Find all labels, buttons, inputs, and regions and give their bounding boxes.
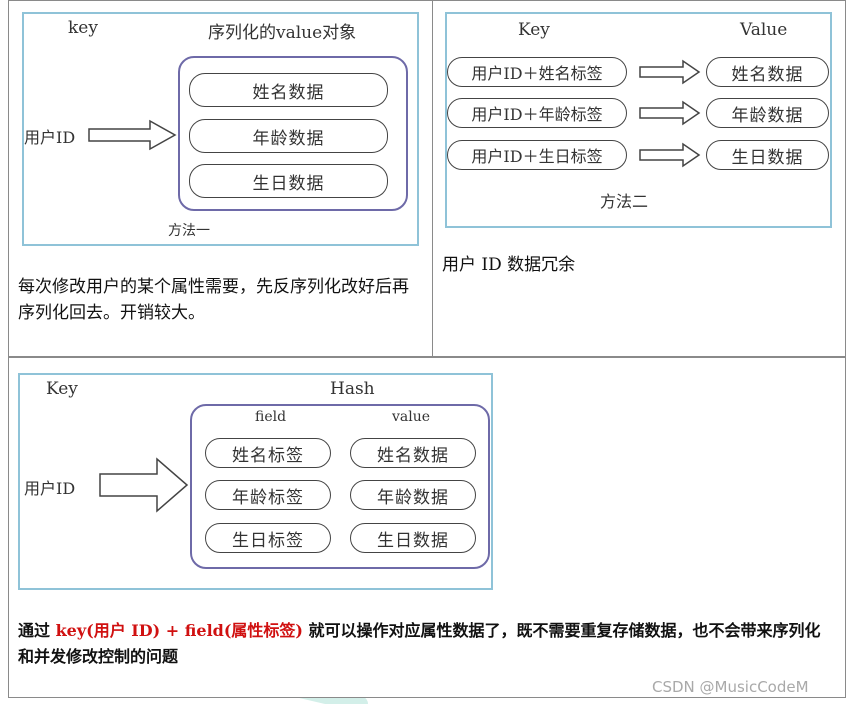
method1-caption: 方法一 [168, 223, 210, 239]
method2-key-age: 用户ID＋年龄标签 [447, 98, 627, 128]
method3-desc-suffix: 就可以操作对应属性数据了，既不需要重复存储数据，也不会带来序列化和并发修改控制的… [18, 621, 821, 666]
method3-desc-prefix: 通过 [18, 621, 56, 640]
method1-arrow [88, 119, 177, 151]
method1-value-object [178, 56, 408, 211]
method3-field-birthday: 生日标签 [205, 523, 331, 553]
watermark-text: CSDN @MusicCodeM [652, 678, 809, 696]
method3-key-label: Key [46, 379, 78, 399]
method2-value-age: 年龄数据 [706, 98, 829, 128]
method2-caption: 方法二 [600, 192, 649, 211]
method1-value-label: 序列化的value对象 [208, 23, 357, 43]
method1-id-label: 用户ID [24, 128, 76, 147]
method3-hash-group [190, 404, 490, 569]
method3-desc-highlight: key(用户 ID) + field(属性标签) [55, 621, 303, 640]
method1-item-name: 姓名数据 [189, 73, 388, 107]
method3-field-label: field [255, 409, 287, 425]
method3-id-label: 用户ID [24, 479, 76, 498]
method2-value-label: Value [740, 20, 788, 40]
method2-arrow-2 [639, 100, 701, 126]
method2-arrow-1 [639, 59, 701, 85]
method3-field-name: 姓名标签 [205, 438, 331, 468]
method3-field-age: 年龄标签 [205, 480, 331, 510]
method1-item-age: 年龄数据 [189, 119, 388, 153]
method2-key-name: 用户ID＋姓名标签 [447, 57, 627, 87]
method3-arrow [99, 457, 189, 513]
method3-hash-label: Hash [330, 379, 375, 399]
method3-value-birthday: 生日数据 [350, 523, 476, 553]
method2-arrow-3 [639, 142, 701, 168]
method2-key-label: Key [518, 20, 550, 40]
method3-value-age: 年龄数据 [350, 480, 476, 510]
method2-description: 用户 ID 数据冗余 [442, 255, 576, 275]
method3-description: 通过 key(用户 ID) + field(属性标签) 就可以操作对应属性数据了… [18, 618, 828, 670]
method1-key-label: key [68, 18, 98, 38]
method1-item-birthday: 生日数据 [189, 164, 388, 198]
method1-description: 每次修改用户的某个属性需要，先反序列化改好后再序列化回去。开销较大。 [18, 277, 409, 323]
method3-value-label: value [392, 409, 431, 425]
method2-key-birthday: 用户ID＋生日标签 [447, 140, 627, 170]
method2-value-birthday: 生日数据 [706, 140, 829, 170]
method3-value-name: 姓名数据 [350, 438, 476, 468]
method2-value-name: 姓名数据 [706, 57, 829, 87]
